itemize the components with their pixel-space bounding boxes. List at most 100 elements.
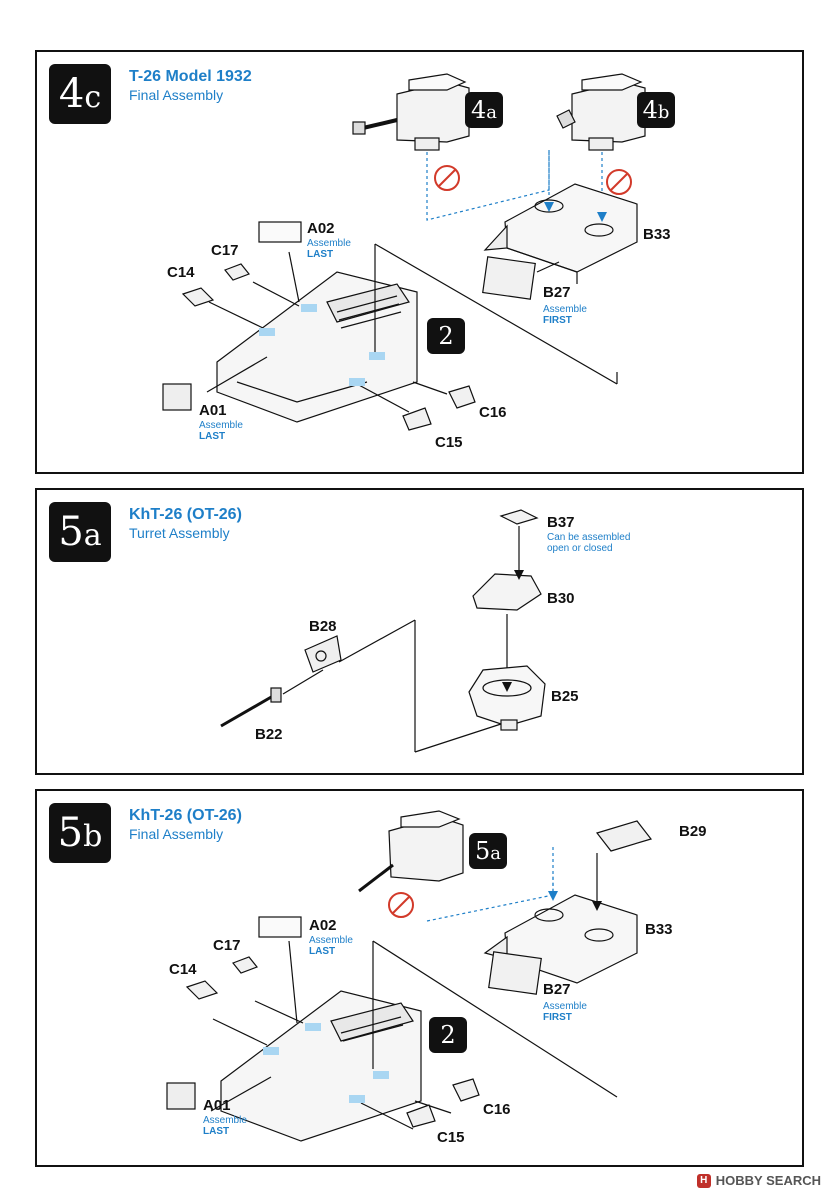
part-label-a02: A02 <box>307 220 335 237</box>
c14-drawing <box>185 980 219 1000</box>
a02-drawing <box>258 221 302 243</box>
part-label-b33: B33 <box>645 921 673 938</box>
step-letter: c <box>84 80 102 115</box>
step-number: 5 <box>58 509 84 555</box>
part-label-b27: B27 <box>543 981 571 998</box>
part-label-c16: C16 <box>479 404 507 421</box>
turret-5a-drawing <box>358 810 464 893</box>
step-4c-diagram <box>162 73 646 431</box>
part-label-c16: C16 <box>483 1101 511 1118</box>
ref-letter: a <box>490 843 501 864</box>
note-line: LAST <box>203 1126 230 1137</box>
no-glue-icon <box>388 892 414 918</box>
step-4c-title: T-26 Model 1932 Final Assembly <box>129 68 252 103</box>
step-5a-diagram <box>220 509 546 753</box>
step-letter: b <box>83 819 103 854</box>
part-label-c17: C17 <box>213 937 241 954</box>
note-line: Assemble <box>203 1115 247 1126</box>
note-line: FIRST <box>543 315 572 326</box>
part-label-c15: C15 <box>435 434 463 451</box>
step-subtitle-text: Final Assembly <box>129 87 224 103</box>
ref-badge-2: 2 <box>427 318 465 354</box>
b28-drawing <box>304 635 342 673</box>
note-line: Can be assembled <box>547 532 631 543</box>
b33-drawing <box>483 183 638 284</box>
part-label-c14: C14 <box>167 264 195 281</box>
part-note-a01: Assemble LAST <box>199 420 243 442</box>
note-line: LAST <box>199 431 226 442</box>
hobbysearch-watermark: H HOBBY SEARCH <box>696 1173 821 1188</box>
hull-drawing <box>216 271 418 423</box>
part-label-b29: B29 <box>679 823 707 840</box>
ref-number: 2 <box>438 322 454 350</box>
part-label-c15: C15 <box>437 1129 465 1146</box>
note-line: LAST <box>309 946 336 957</box>
part-label-c17: C17 <box>211 242 239 259</box>
hull-drawing <box>220 990 422 1142</box>
c17-drawing <box>232 956 258 974</box>
step-subtitle-text: Final Assembly <box>129 826 224 842</box>
ref-number: 4 <box>470 96 487 124</box>
note-line: Assemble <box>199 420 243 431</box>
a02-drawing <box>258 916 302 938</box>
step-number: 4 <box>58 71 85 117</box>
watermark-text: HOBBY SEARCH <box>715 1173 821 1188</box>
part-label-b33: B33 <box>643 226 671 243</box>
step-title-text: KhT-26 (OT-26) <box>129 807 242 824</box>
part-note-a02: Assemble LAST <box>307 238 351 260</box>
step-5b-diagram <box>166 810 653 1142</box>
part-label-b37: B37 <box>547 514 575 531</box>
turret-4a-drawing <box>352 73 470 151</box>
b29-drawing <box>595 820 653 852</box>
ref-number: 2 <box>440 1021 456 1049</box>
b30-drawing <box>472 573 542 611</box>
part-label-b25: B25 <box>551 688 579 705</box>
no-glue-icon <box>434 165 460 191</box>
b37-drawing <box>499 509 539 525</box>
c15-drawing <box>402 407 432 431</box>
part-note-a02: Assemble LAST <box>309 935 353 957</box>
part-label-b22: B22 <box>255 726 283 743</box>
hobbysearch-logo-icon: H <box>696 1173 711 1188</box>
step-number: 5 <box>57 810 84 856</box>
note-line: Assemble <box>543 1001 587 1012</box>
ref-number: 5 <box>474 837 491 865</box>
part-note-a01: Assemble LAST <box>203 1115 247 1137</box>
note-line: Assemble <box>543 304 587 315</box>
a01-drawing <box>162 383 192 411</box>
part-note-b27: Assemble FIRST <box>543 1001 587 1023</box>
c17-drawing <box>224 263 250 281</box>
part-label-a01: A01 <box>203 1097 231 1114</box>
part-label-b30: B30 <box>547 590 575 607</box>
part-label-a01: A01 <box>199 402 227 419</box>
c16-drawing <box>448 385 476 409</box>
turret-4b-drawing <box>556 73 646 151</box>
ref-badge-2: 2 <box>429 1017 467 1053</box>
part-note-b37: Can be assembled open or closed <box>547 532 630 554</box>
b27-drawing <box>482 256 536 300</box>
part-label-b28: B28 <box>309 618 337 635</box>
ref-number: 4 <box>642 96 658 124</box>
note-line: FIRST <box>543 1012 572 1023</box>
note-line: open or closed <box>547 543 613 554</box>
a01-drawing <box>166 1082 196 1110</box>
step-title-text: KhT-26 (OT-26) <box>129 506 242 523</box>
note-line: Assemble <box>307 238 351 249</box>
c15-drawing <box>406 1104 436 1128</box>
c14-drawing <box>181 287 215 307</box>
b22-drawing <box>220 694 274 728</box>
ref-letter: b <box>657 102 670 123</box>
step-title-text: T-26 Model 1932 <box>129 68 252 85</box>
step-letter: a <box>83 518 102 553</box>
step-5b-title: KhT-26 (OT-26) Final Assembly <box>129 807 242 842</box>
step-subtitle-text: Turret Assembly <box>129 525 230 541</box>
no-glue-icon <box>606 169 632 195</box>
note-line: Assemble <box>309 935 353 946</box>
